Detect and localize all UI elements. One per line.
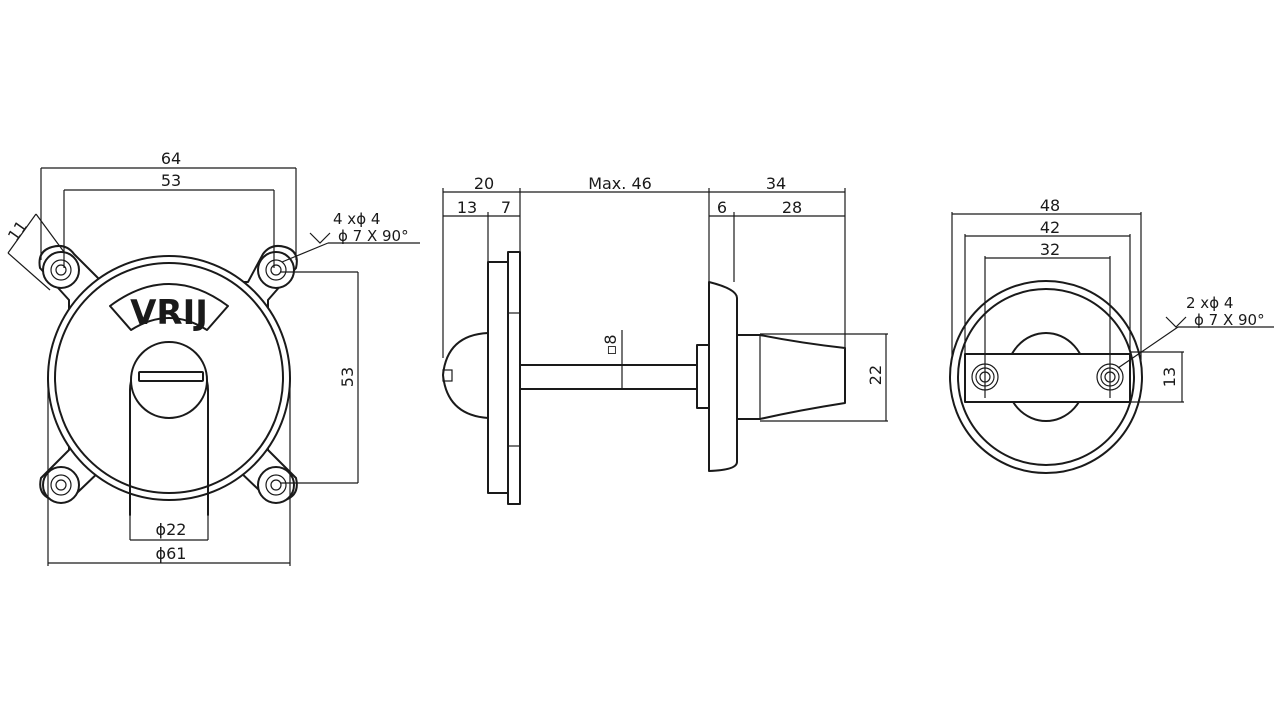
front-mounting-hole-tr bbox=[257, 251, 295, 289]
indicator-label: VRIJ bbox=[130, 293, 208, 333]
release-slot bbox=[138, 371, 204, 382]
front-rosette-inner bbox=[54, 262, 284, 494]
side-knob-rosette bbox=[708, 281, 738, 472]
side-spindle bbox=[519, 364, 698, 390]
side-plate-outer bbox=[507, 251, 521, 505]
dim-front-cutout-text: ϕ22 bbox=[156, 520, 187, 539]
front-hole-callout-line1: 4 xϕ 4 bbox=[333, 210, 380, 228]
dim-front-diameter: ϕ61 bbox=[47, 378, 291, 566]
dim-front-corner-text: 11 bbox=[4, 217, 31, 245]
front-hole-callout: 4 xϕ 4 ϕ 7 X 90° bbox=[281, 210, 420, 263]
front-mounting-hole-bl bbox=[42, 466, 80, 504]
front-mounting-hole-br bbox=[257, 466, 295, 504]
back-rosette-outer bbox=[949, 280, 1143, 474]
dim-front-hole-spacing-y-text: 53 bbox=[338, 367, 357, 387]
back-mounting-hole-left bbox=[971, 356, 999, 398]
front-mounting-hole-tl bbox=[42, 251, 80, 289]
back-view: 48 42 32 13 2 xϕ 4 ϕ 7 X 9 bbox=[949, 196, 1274, 474]
back-mounting-hole-right bbox=[1096, 356, 1124, 398]
dim-front-hole-spacing-x: 53 bbox=[63, 171, 275, 268]
dim-front-width: 64 bbox=[40, 149, 297, 260]
dim-side-second: 13 7 6 28 bbox=[443, 198, 845, 282]
dim-side-height-text: 22 bbox=[866, 365, 885, 385]
dim-side-height: 22 bbox=[760, 333, 888, 422]
dim-back-bar: 13 bbox=[1130, 351, 1184, 403]
dim-side-spindle-text: ▫8 bbox=[601, 334, 620, 355]
dim-front-hole-spacing-y: 53 bbox=[280, 271, 359, 484]
dim-front-diameter-text: ϕ61 bbox=[156, 544, 187, 563]
dim-back-outer: 48 bbox=[951, 196, 1142, 360]
dim-side-max-text: Max. 46 bbox=[588, 174, 652, 193]
dim-back-outer-text: 48 bbox=[1040, 196, 1060, 215]
dim-front-cutout: ϕ22 bbox=[129, 515, 209, 541]
side-thumb-turn bbox=[736, 334, 846, 420]
side-dome bbox=[442, 332, 489, 419]
front-view: VRIJ 64 53 11 5 bbox=[4, 149, 420, 566]
dim-front-hole-spacing-x-text: 53 bbox=[161, 171, 181, 190]
dim-back-bar-text: 13 bbox=[1160, 367, 1179, 387]
side-knob-collar bbox=[696, 344, 710, 409]
dim-side-spindle: ▫8 bbox=[601, 330, 623, 389]
back-hole-callout-line2: ϕ 7 X 90° bbox=[1194, 311, 1265, 329]
dim-side-knob-total-text: 34 bbox=[766, 174, 786, 193]
side-dome-slot bbox=[442, 369, 453, 382]
dim-back-holes-text: 32 bbox=[1040, 240, 1060, 259]
dim-back-mid: 42 bbox=[964, 218, 1131, 354]
dim-side-total-text: 20 bbox=[474, 174, 494, 193]
dim-side-a-text: 13 bbox=[457, 198, 477, 217]
front-hole-callout-line2: ϕ 7 X 90° bbox=[338, 227, 409, 245]
back-hole-callout: 2 xϕ 4 ϕ 7 X 90° bbox=[1117, 294, 1274, 369]
dim-front-width-text: 64 bbox=[161, 149, 181, 168]
dim-back-mid-text: 42 bbox=[1040, 218, 1060, 237]
dim-back-holes: 32 bbox=[984, 240, 1111, 356]
dim-side-knob-a-text: 6 bbox=[717, 198, 727, 217]
side-view: 20 Max. 46 34 13 7 6 28 ▫8 22 bbox=[442, 174, 888, 505]
back-rosette-inner bbox=[957, 288, 1135, 466]
side-plate-inner bbox=[487, 261, 509, 494]
back-hole-callout-line1: 2 xϕ 4 bbox=[1186, 294, 1233, 312]
dim-side-knob-b-text: 28 bbox=[782, 198, 802, 217]
dim-side-top: 20 Max. 46 34 bbox=[442, 174, 846, 358]
back-mounting-bar bbox=[964, 353, 1131, 403]
indicator-window bbox=[109, 283, 229, 331]
dim-side-b-text: 7 bbox=[501, 198, 511, 217]
